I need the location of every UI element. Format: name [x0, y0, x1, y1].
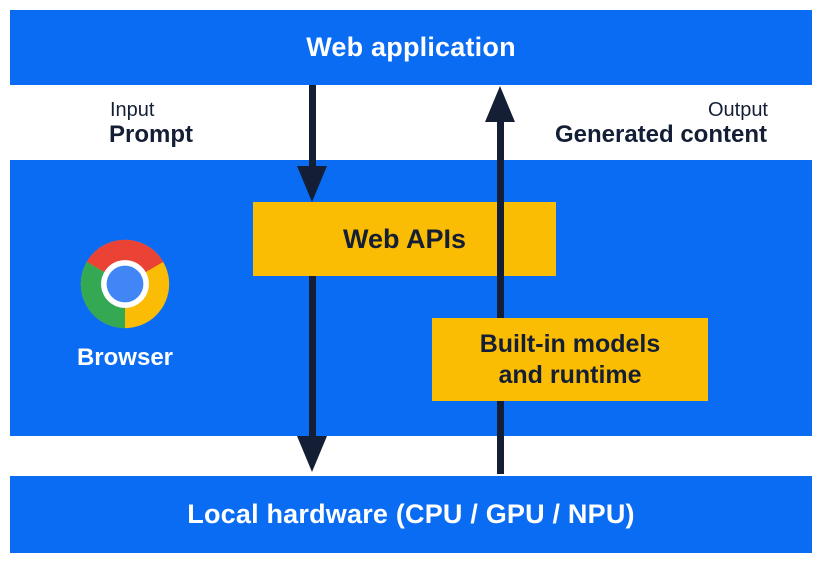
chrome-logo-icon	[80, 239, 170, 329]
builtin-models-box: Built-in models and runtime	[432, 318, 708, 401]
web-apis-label: Web APIs	[342, 223, 467, 254]
down-arrow-line-1	[309, 85, 316, 166]
local-hardware-label: Local hardware (CPU / GPU / NPU)	[187, 499, 635, 529]
input-label: Input	[110, 99, 155, 121]
browser-label: Browser	[76, 344, 174, 371]
arrow-up-icon	[485, 86, 515, 122]
up-arrow-line	[497, 120, 504, 474]
local-hardware-bar: Local hardware (CPU / GPU / NPU)	[10, 476, 812, 553]
output-label: Output	[707, 99, 768, 121]
web-application-bar: Web application	[10, 10, 812, 85]
prompt-label: Prompt	[109, 121, 193, 148]
generated-content-label: Generated content	[554, 121, 767, 148]
builtin-models-label-line1: Built-in models	[479, 329, 661, 358]
web-apis-box: Web APIs	[253, 202, 556, 276]
web-application-label: Web application	[306, 32, 516, 62]
down-arrow-line-2	[309, 276, 316, 436]
arrow-down-icon	[297, 166, 327, 202]
arrow-down-icon	[297, 436, 327, 472]
builtin-models-label-line2: and runtime	[498, 360, 642, 389]
